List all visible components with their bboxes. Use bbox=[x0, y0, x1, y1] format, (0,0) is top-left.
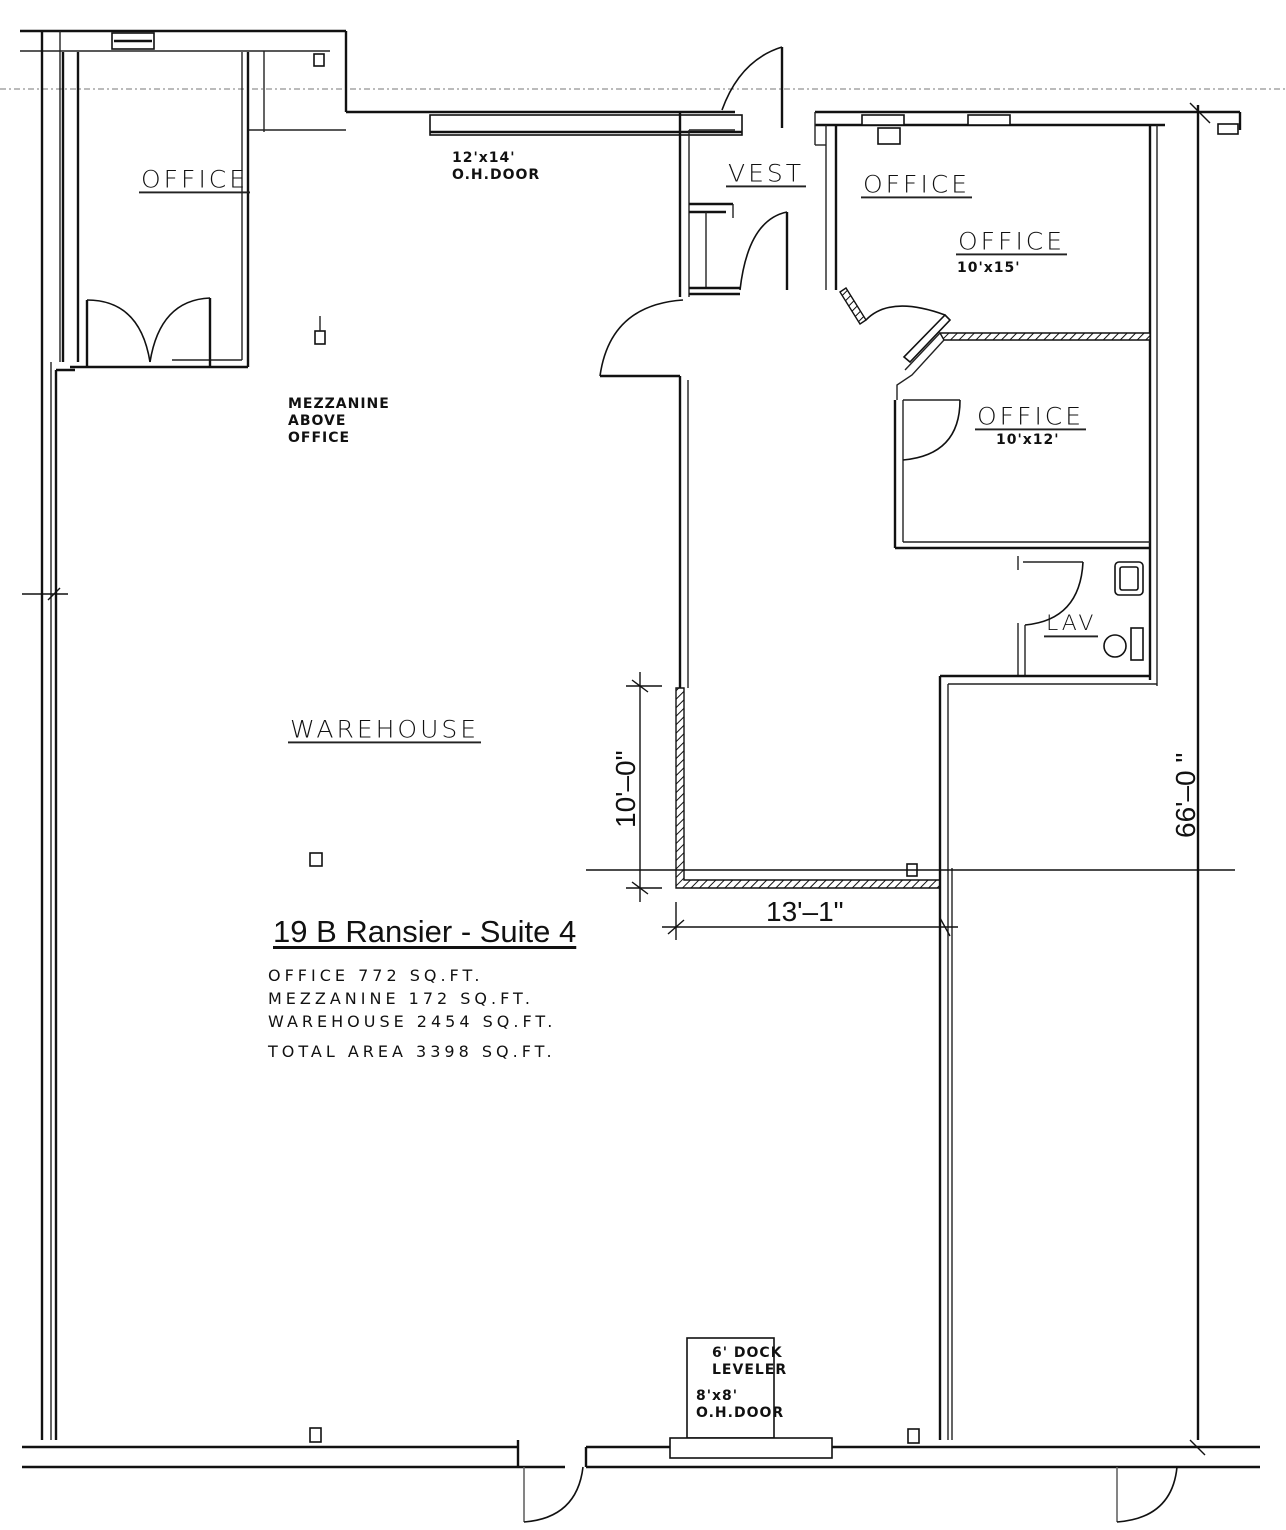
area-line-warehouse: WAREHOUSE 2454 SQ.FT. bbox=[268, 1012, 557, 1031]
note-oh-door-bottom: 8'x8' O.H.DOOR bbox=[696, 1388, 784, 1422]
note-oh-door-top: 12'x14' O.H.DOOR bbox=[452, 150, 540, 184]
window-ne-2 bbox=[967, 114, 1011, 126]
room-size-office-10x15: 10'x15' bbox=[957, 260, 1021, 276]
room-label-office-nw: OFFICE bbox=[139, 165, 251, 194]
room-label-warehouse: WAREHOUSE bbox=[288, 715, 482, 744]
note-line: LEVELER bbox=[712, 1362, 788, 1378]
area-summary: OFFICE 772 SQ.FT. MEZZANINE 172 SQ.FT. W… bbox=[268, 964, 556, 1063]
note-line: MEZZANINE bbox=[288, 396, 390, 412]
room-label-office-ne: OFFICE bbox=[861, 170, 973, 199]
room-label-vest: VEST bbox=[726, 159, 807, 188]
window-ne-1 bbox=[861, 114, 905, 126]
south-walls bbox=[22, 1440, 1260, 1469]
partition-hatch-1 bbox=[938, 332, 1151, 341]
office-nw-walls bbox=[20, 29, 680, 369]
sink-basin bbox=[1119, 566, 1139, 591]
area-line-office: OFFICE 772 SQ.FT. bbox=[268, 966, 484, 985]
toilet-icon bbox=[1103, 634, 1127, 658]
note-line: O.H.DOOR bbox=[696, 1405, 785, 1421]
dimension-label-66ft: 66'–0 " bbox=[1170, 752, 1201, 838]
area-line-mezzanine: MEZZANINE 172 SQ.FT. bbox=[268, 989, 534, 1008]
note-line: 12'x14' bbox=[452, 150, 516, 166]
toilet-tank bbox=[1130, 627, 1144, 661]
note-line: ABOVE bbox=[288, 413, 347, 429]
oh-door-top bbox=[429, 114, 743, 136]
panel-box-south-mid bbox=[907, 1428, 920, 1444]
floor-drain-icon bbox=[309, 852, 323, 867]
room-label-office-10x15: OFFICE bbox=[956, 227, 1068, 256]
panel-box-west bbox=[314, 330, 326, 345]
panel-box-ne bbox=[877, 127, 901, 145]
note-line: OFFICE bbox=[288, 430, 351, 446]
double-door-office-nw bbox=[85, 297, 212, 367]
note-dock-leveler: 6' DOCK LEVELER bbox=[712, 1345, 787, 1379]
panel-box-south-west bbox=[309, 1427, 322, 1443]
dimension-10ft bbox=[626, 672, 662, 902]
note-line: O.H.DOOR bbox=[452, 167, 541, 183]
panel-box-east bbox=[1217, 123, 1239, 135]
dimension-label-10ft: 10'–0" bbox=[610, 750, 641, 828]
oh-door-bottom bbox=[669, 1437, 833, 1459]
room-size-office-10x12: 10'x12' bbox=[996, 432, 1060, 448]
plan-title: 19 B Ransier - Suite 4 bbox=[273, 914, 577, 949]
partition-hatch-2 bbox=[675, 687, 941, 889]
room-label-office-10x12: OFFICE bbox=[975, 402, 1087, 431]
dimension-label-13ft: 13'–1" bbox=[766, 896, 844, 927]
note-mezzanine: MEZZANINE ABOVE OFFICE bbox=[288, 396, 390, 447]
area-line-total: TOTAL AREA 3398 SQ.FT. bbox=[268, 1042, 556, 1061]
dimension-13ft bbox=[662, 902, 958, 940]
note-line: 8'x8' bbox=[696, 1388, 739, 1404]
angled-wall-hatch bbox=[839, 287, 867, 325]
panel-box-nw bbox=[313, 53, 325, 67]
note-line: 6' DOCK bbox=[712, 1345, 783, 1361]
room-label-lav: LAV bbox=[1044, 611, 1099, 638]
